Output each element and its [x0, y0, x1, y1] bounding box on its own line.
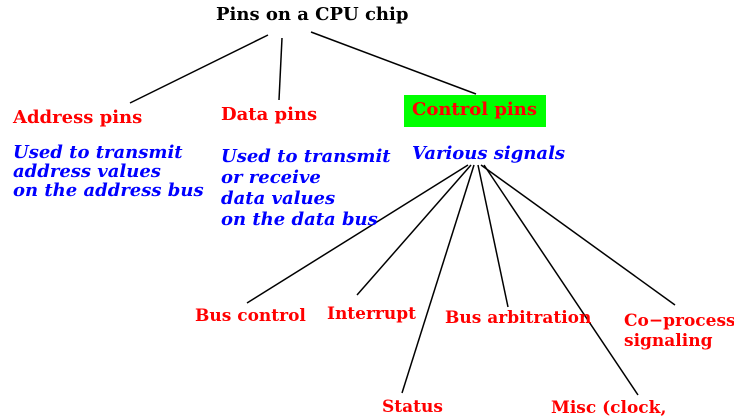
edge-signals-misc — [483, 164, 639, 396]
edge-root-address — [129, 34, 269, 104]
address-pins-label: Address pins — [13, 107, 143, 128]
signal-bus-arbitration: Bus arbitration — [445, 308, 592, 328]
data-pins-label: Data pins — [221, 104, 318, 125]
edge-root-control — [310, 31, 477, 95]
signal-coprocessor-signaling: Co−processo signaling — [624, 311, 734, 351]
address-pins-description: Used to transmit address values on the a… — [13, 142, 204, 201]
control-pins-description: Various signals — [412, 143, 566, 164]
diagram-title: Pins on a CPU chip — [216, 4, 409, 25]
edge-signals-bus-control — [246, 164, 469, 304]
signal-misc: Misc (clock, power,.... — [551, 398, 667, 419]
control-pins-label: Control pins — [404, 95, 546, 127]
edge-signals-status — [401, 164, 475, 394]
edge-signals-coprocessor — [480, 164, 676, 306]
data-pins-description: Used to transmit or receive data values … — [221, 146, 391, 230]
signal-bus-control: Bus control — [195, 306, 306, 326]
edge-signals-interrupt — [356, 164, 472, 296]
signal-status: Status — [382, 397, 443, 417]
edge-root-data — [278, 37, 283, 101]
signal-interrupt: Interrupt — [327, 304, 416, 324]
edge-signals-bus-arbitration — [477, 164, 509, 308]
